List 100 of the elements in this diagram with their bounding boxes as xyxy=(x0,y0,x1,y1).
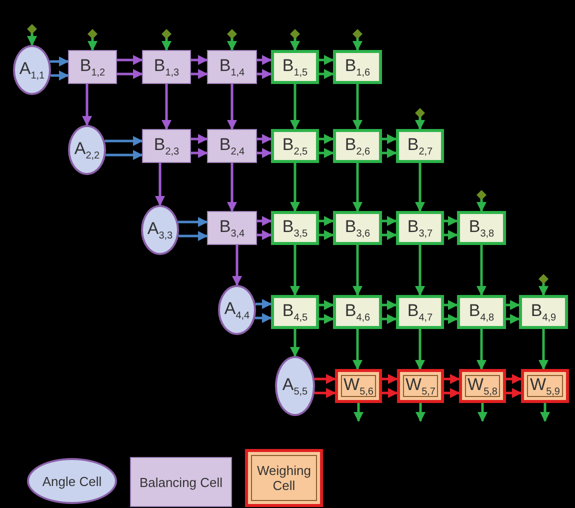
arrow xyxy=(257,134,272,144)
arrow xyxy=(257,69,272,79)
arrow xyxy=(232,245,242,286)
arrow xyxy=(257,55,272,65)
balancing-cell-box xyxy=(142,50,191,84)
output-arrow xyxy=(416,403,426,422)
arrow xyxy=(191,148,208,158)
cell-label: B$_{1,6}$ xyxy=(344,56,370,78)
arrow xyxy=(290,329,300,357)
cell-label: B$_{2,7}$ xyxy=(407,134,433,158)
arrow xyxy=(117,55,143,65)
arrow xyxy=(415,329,425,370)
arrow xyxy=(117,69,143,79)
arrow xyxy=(444,216,458,226)
arrow xyxy=(227,84,237,130)
arrow xyxy=(506,388,522,398)
input-arrow xyxy=(227,29,237,51)
balancing-cell-box xyxy=(333,295,382,329)
arrow xyxy=(257,230,272,240)
arrow xyxy=(319,230,334,240)
arrow xyxy=(255,313,272,323)
input-arrow xyxy=(538,274,548,296)
arrow xyxy=(382,314,397,324)
balancing-cell-box xyxy=(271,129,319,163)
arrow xyxy=(104,136,143,146)
balancing-cell-box xyxy=(271,295,319,329)
input-arrow xyxy=(290,29,300,51)
cell-label: B$_{1,5}$ xyxy=(282,56,308,78)
cell-label: B$_{2,6}$ xyxy=(344,134,370,158)
arrow xyxy=(415,163,425,212)
arrow xyxy=(106,150,143,160)
angle-cell-ellipse xyxy=(13,45,51,95)
arrow xyxy=(382,388,398,398)
cell-label: B$_{3,7}$ xyxy=(407,216,433,240)
angle-cell-ellipse xyxy=(141,205,179,255)
cell-label: W$_{5,7}$ xyxy=(406,374,436,398)
cell-label: W$_{5,9}$ xyxy=(530,374,560,398)
arrow xyxy=(255,299,272,309)
cell-label: B$_{3,5}$ xyxy=(282,216,308,240)
arrow xyxy=(506,300,520,310)
arrow xyxy=(352,245,362,296)
balancing-cell-box xyxy=(457,295,506,329)
arrow xyxy=(319,134,334,144)
balancing-cell-box xyxy=(396,295,444,329)
arrow xyxy=(352,163,362,212)
arrow xyxy=(382,148,397,158)
arrow xyxy=(50,56,69,66)
cell-label: B$_{4,8}$ xyxy=(468,300,494,324)
arrow xyxy=(319,55,334,65)
legend-label: Angle Cell xyxy=(41,474,103,488)
weighing-cell-box xyxy=(459,369,506,403)
arrow xyxy=(538,329,548,370)
arrow xyxy=(257,216,272,226)
arrow xyxy=(82,84,92,126)
balancing-cell-box xyxy=(271,211,319,245)
cell-label: A$_{1,1}$ xyxy=(19,58,45,82)
cell-label: B$_{4,6}$ xyxy=(344,300,370,324)
arrow xyxy=(352,84,362,130)
arrow xyxy=(352,329,362,370)
balancing-cell-box xyxy=(271,50,319,84)
arrow xyxy=(476,329,486,370)
balancing-cell-box xyxy=(68,50,117,84)
output-arrow xyxy=(478,403,488,422)
arrow xyxy=(178,231,208,241)
angle-cell-ellipse xyxy=(68,125,106,175)
cell-label: B$_{2,4}$ xyxy=(219,134,245,158)
arrow xyxy=(191,55,208,65)
arrow xyxy=(382,230,397,240)
cell-label: W$_{5,8}$ xyxy=(468,374,498,398)
cell-label: A$_{5,5}$ xyxy=(282,374,308,398)
balancing-cell-box xyxy=(519,295,568,329)
cell-label: W$_{5,6}$ xyxy=(344,374,374,398)
arrow xyxy=(415,245,425,296)
input-arrow xyxy=(88,29,98,51)
arrow xyxy=(382,374,398,384)
arrow xyxy=(290,245,300,296)
arrow xyxy=(444,300,458,310)
arrow xyxy=(382,134,397,144)
balancing-cell-box xyxy=(333,50,382,84)
cell-label: B$_{4,5}$ xyxy=(282,300,308,324)
arrow xyxy=(476,245,486,296)
arrow xyxy=(444,388,460,398)
legend-label: Weighing Cell xyxy=(256,463,312,493)
arrow xyxy=(191,134,208,144)
cell-label: B$_{2,5}$ xyxy=(282,134,308,158)
input-arrow xyxy=(415,108,425,130)
balancing-cell-box xyxy=(396,211,444,245)
cell-label: B$_{3,4}$ xyxy=(219,216,245,240)
arrow xyxy=(290,163,300,212)
balancing-cell-box xyxy=(396,129,444,163)
balancing-cell-box xyxy=(333,129,382,163)
arrow xyxy=(506,374,522,384)
arrow xyxy=(319,314,334,324)
cell-label: B$_{2,3}$ xyxy=(154,134,180,158)
arrow xyxy=(506,314,520,324)
balancing-cell-box xyxy=(207,50,257,84)
arrow xyxy=(319,69,334,79)
arrow xyxy=(191,69,208,79)
balancing-cell-box xyxy=(207,129,257,163)
arrow xyxy=(257,148,272,158)
